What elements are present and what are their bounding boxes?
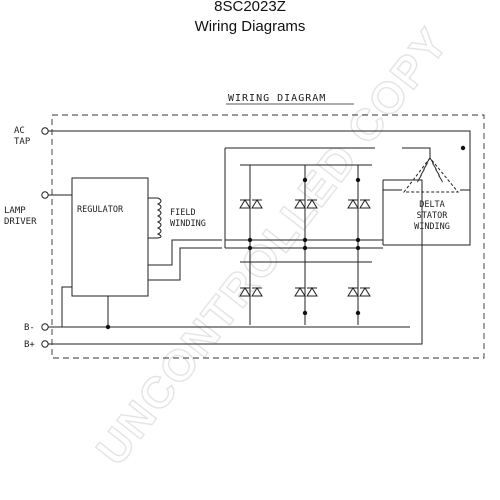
regulator-box <box>71 177 149 297</box>
regulator-label: REGULATOR <box>77 205 124 215</box>
lamp-driver-label-line1: LAMP <box>4 206 26 216</box>
b-minus-terminal <box>41 323 49 331</box>
lamp-driver-terminal <box>41 191 49 199</box>
b-minus-label: B- <box>24 323 35 333</box>
junction-dots <box>105 145 466 330</box>
ac-tap-label-line2: TAP <box>14 137 31 147</box>
dashed-border <box>51 114 485 359</box>
stator-label-line2: STATOR <box>417 211 449 221</box>
b-plus-terminal <box>41 340 49 348</box>
diagram-label: WIRING DIAGRAM <box>228 93 326 104</box>
lamp-driver-label-line2: DRIVER <box>4 217 37 227</box>
field-label-line1: FIELD <box>170 208 196 218</box>
upper-diodes <box>239 199 371 209</box>
field-label-line2: WINDING <box>170 219 206 229</box>
lower-diodes <box>239 287 371 297</box>
ac-tap-label-line1: AC <box>14 126 25 136</box>
page-subtitle: Wiring Diagrams <box>194 18 306 35</box>
ac-tap-terminal <box>41 127 49 135</box>
delta-stator <box>402 157 460 193</box>
stator-label-line3: WINDING <box>414 222 450 232</box>
stator-label-line1: DELTA <box>419 200 445 210</box>
part-number: 8SC2023Z <box>214 0 286 15</box>
b-plus-label: B+ <box>24 340 35 350</box>
